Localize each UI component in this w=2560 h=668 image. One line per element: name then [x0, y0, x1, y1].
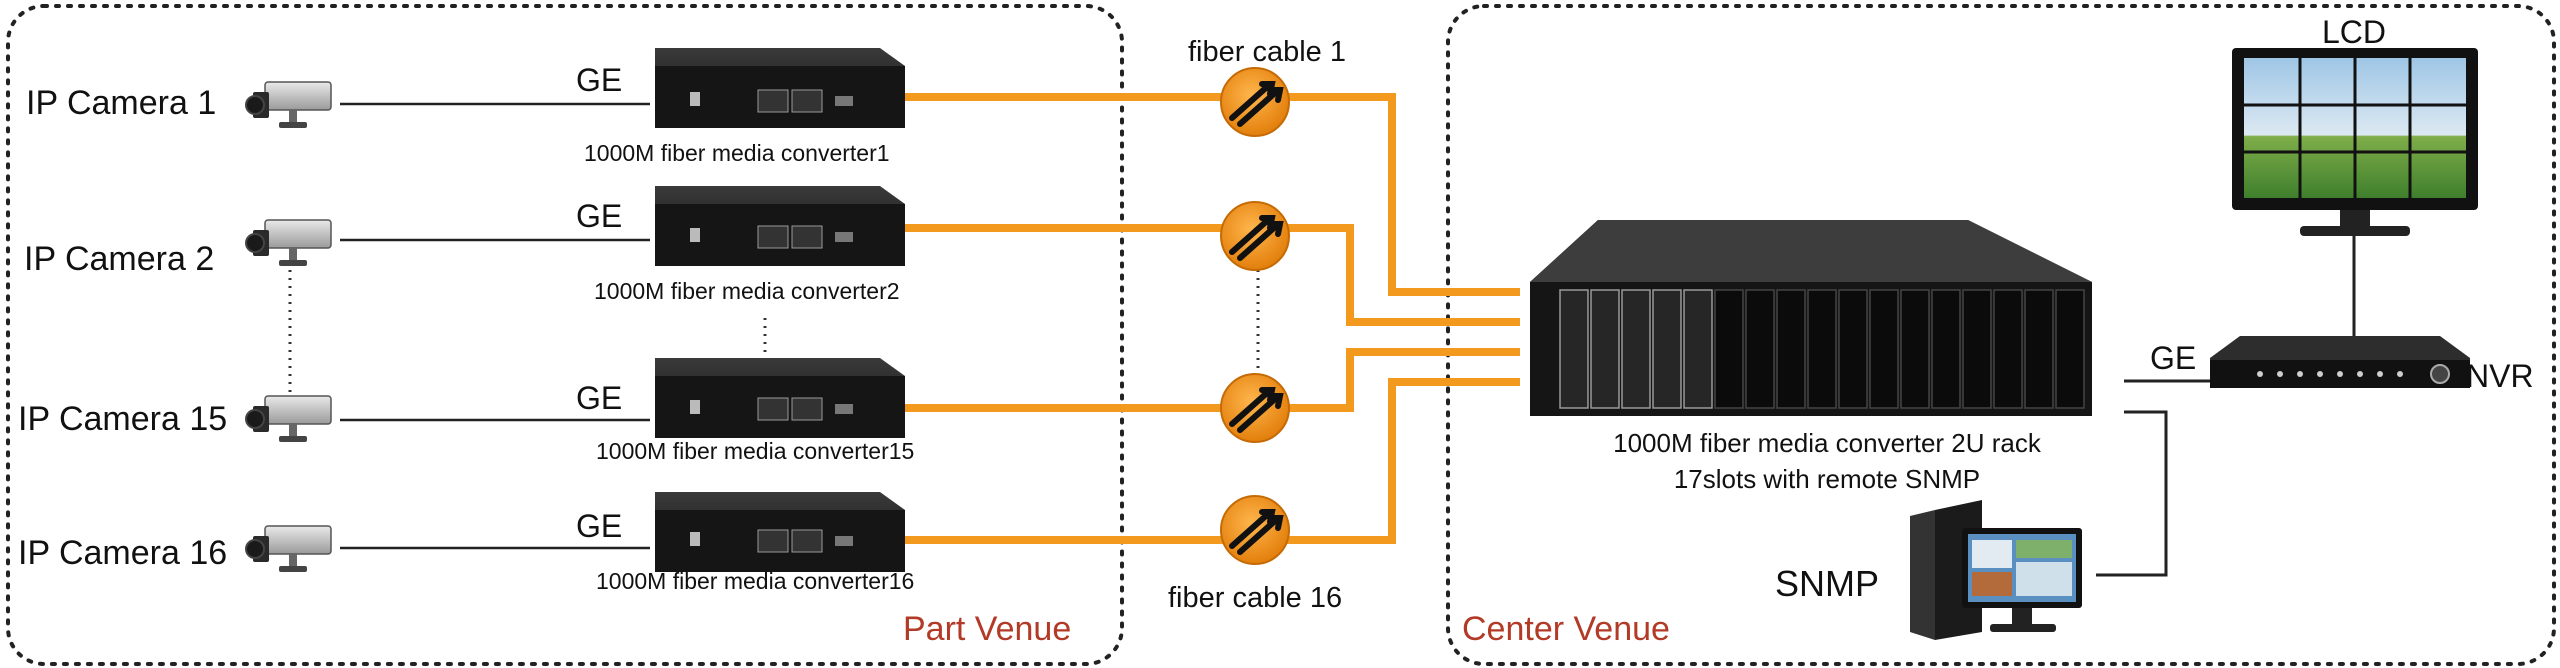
- fiber-cable-16: [900, 378, 1520, 544]
- fiber-cable-1: [900, 93, 1520, 296]
- rack-slot: [1838, 289, 1868, 409]
- nvr-label: NVR: [2466, 358, 2534, 394]
- rack-chassis-icon: [1530, 220, 2092, 416]
- rack-slot: [1621, 289, 1651, 409]
- rack-slot: [2055, 289, 2085, 409]
- fiber-coupler-15-icon: [1220, 373, 1290, 443]
- rack-slot: [1931, 289, 1961, 409]
- ip-camera-15-label: IP Camera 15: [18, 400, 228, 438]
- rack-slot: [1993, 289, 2023, 409]
- part-venue-border: [6, 4, 1124, 666]
- converter-1-icon: [655, 48, 905, 128]
- fiber-coupler-16-icon: [1220, 495, 1290, 565]
- ip-camera-2-label: IP Camera 2: [24, 240, 215, 278]
- converter-2-label: 1000M fiber media converter2: [594, 278, 900, 304]
- rack-label-line2: 17slots with remote SNMP: [1673, 464, 1981, 494]
- ge-label-15: GE: [576, 380, 623, 416]
- center-links: [2096, 236, 2356, 577]
- snmp-label: SNMP: [1775, 563, 1880, 604]
- rack-slot: [1807, 289, 1837, 409]
- snmp-pc-icon: [1910, 500, 2082, 640]
- rack-slot: [1683, 289, 1713, 409]
- fiber-coupler-2-icon: [1220, 201, 1290, 271]
- nvr-icon: [2210, 336, 2470, 388]
- fiber-cable-1-label: fiber cable 1: [1188, 36, 1346, 68]
- rack-slot: [1869, 289, 1899, 409]
- rack-slot: [1776, 289, 1806, 409]
- lcd-monitor-icon: [2232, 48, 2478, 236]
- fiber-coupler-1-icon: [1220, 67, 1290, 137]
- rack-slot: [1745, 289, 1775, 409]
- rack-slot: [1590, 289, 1620, 409]
- ip-camera-2-icon: [245, 219, 332, 267]
- converter-15-icon: [655, 358, 905, 438]
- ip-camera-1-label: IP Camera 1: [26, 84, 217, 122]
- ip-camera-1-icon: [245, 81, 332, 129]
- ip-camera-16-icon: [245, 525, 332, 573]
- part-venue-title: Part Venue: [903, 610, 1072, 648]
- fiber-cable-2: [900, 224, 1520, 326]
- fiber-cable-15: [900, 348, 1520, 412]
- ip-camera-16-label: IP Camera 16: [18, 534, 228, 572]
- ge-label-16: GE: [576, 508, 623, 544]
- nvr-ge-label: GE: [2150, 340, 2197, 376]
- rack-slot: [1652, 289, 1682, 409]
- lcd-label: LCD: [2322, 14, 2387, 50]
- rack-slot: [1900, 289, 1930, 409]
- rack-slot: [1962, 289, 1992, 409]
- converter-1-label: 1000M fiber media converter1: [584, 140, 890, 166]
- center-venue-title: Center Venue: [1462, 610, 1670, 648]
- ge-label-1: GE: [576, 62, 623, 98]
- rack-slot: [1714, 289, 1744, 409]
- center-venue-border: [1446, 4, 2556, 666]
- ellipsis-connectors: [288, 262, 1260, 392]
- ge-label-2: GE: [576, 198, 623, 234]
- rack-slot: [2024, 289, 2054, 409]
- converter-16-icon: [655, 492, 905, 572]
- rack-slot: [1559, 289, 1589, 409]
- ip-camera-15-icon: [245, 395, 332, 443]
- fiber-cable-16-label: fiber cable 16: [1168, 582, 1343, 614]
- fiber-cables: [900, 93, 1520, 544]
- converter-2-icon: [655, 186, 905, 266]
- converter-16-label: 1000M fiber media converter16: [596, 568, 915, 594]
- rack-label-line1: 1000M fiber media converter 2U rack: [1613, 428, 2041, 458]
- camera-links: [340, 102, 650, 550]
- converter-15-label: 1000M fiber media converter15: [596, 438, 915, 464]
